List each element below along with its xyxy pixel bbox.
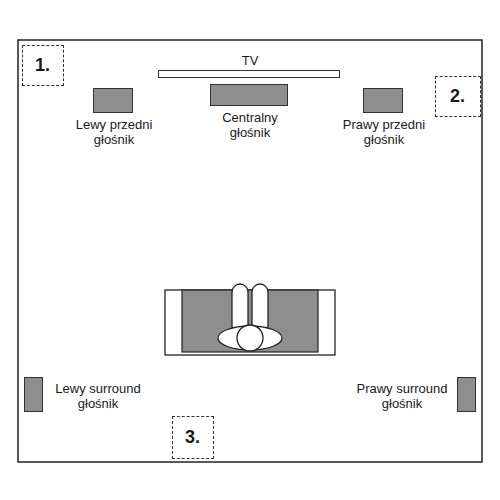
- callout-box: 1.: [22, 45, 64, 86]
- room-outline: [18, 40, 482, 462]
- person-head: [237, 325, 263, 351]
- callout-number: 3.: [185, 427, 200, 447]
- callout-number: 2.: [450, 86, 465, 106]
- tv-screen: TV: [158, 70, 340, 78]
- speaker-label: Prawy surround głośnik: [352, 381, 452, 411]
- speaker: Lewy surround głośnik: [24, 377, 43, 412]
- speaker: Centralny głośnik: [210, 84, 288, 106]
- speaker-label: Prawy przedni głośnik: [334, 117, 434, 147]
- speaker: Prawy przedni głośnik: [363, 88, 403, 113]
- speaker-label: Lewy przedni głośnik: [64, 117, 164, 147]
- callout-box: 2.: [435, 76, 481, 117]
- speaker: Lewy przedni głośnik: [93, 88, 133, 113]
- callout-box: 3.: [172, 416, 214, 459]
- speaker-label: Lewy surround głośnik: [50, 381, 146, 411]
- person: [218, 284, 282, 351]
- sofa-seat: [182, 290, 318, 352]
- callout-number: 1.: [35, 55, 50, 75]
- speaker: Prawy surround głośnik: [457, 377, 476, 412]
- speaker-label: TV: [220, 53, 280, 68]
- sofa-frame: [165, 290, 335, 355]
- sofa: [165, 290, 335, 355]
- person-shoulders: [218, 326, 282, 350]
- speaker-label: Centralny głośnik: [202, 110, 298, 140]
